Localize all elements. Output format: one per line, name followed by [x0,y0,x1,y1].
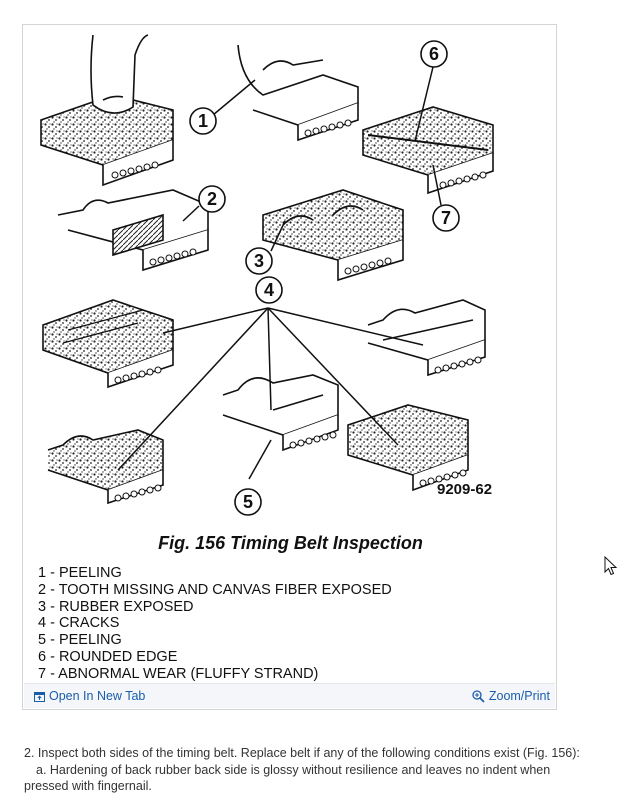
belt-finger-press [40,34,174,187]
magnifier-plus-icon [472,689,485,703]
mouse-cursor-icon [604,556,618,576]
belt-cracks-bottom-right [347,404,469,492]
timing-belt-illustration: 1 2 3 4 5 6 7 [40,34,494,516]
figure-code: 9209-62 [437,481,493,498]
legend-item: 1 - PEELING [38,565,122,581]
belt-peeling-1 [237,44,359,142]
zoom-print-label: Zoom/Print [488,689,550,703]
external-tab-icon [34,691,45,702]
callout-7: 7 [432,204,460,232]
callout-4-leaders [117,307,424,471]
figure-toolbar: Open In New Tab Zoom/Print [24,683,555,708]
legend-item: 6 - ROUNDED EDGE [38,648,178,665]
svg-text:5: 5 [243,492,253,512]
legend-item: 2 - TOOTH MISSING AND CANVAS FIBER EXPOS… [38,581,392,598]
belt-tooth-missing [57,189,209,272]
callout-5: 5 [234,488,262,516]
open-in-new-tab-link[interactable]: Open In New Tab [34,689,145,703]
callout-2: 2 [198,185,226,213]
callout-circles: 1 2 3 4 5 6 7 [189,40,460,516]
legend-item: 5 - PEELING [38,632,122,649]
figure-container: 1 2 3 4 5 6 7 9209-62 Fig. 156 Timing Be… [22,24,557,710]
svg-text:3: 3 [254,251,264,271]
instruction-item-a-continued: pressed with fingernail. [24,779,152,793]
instruction-item-a: a. Hardening of back rubber back side is… [36,762,551,777]
belt-cracks-right [367,299,486,377]
svg-text:2: 2 [207,189,217,209]
callout-3: 3 [245,247,273,275]
belt-cracks-left [42,299,174,389]
figure-caption: Fig. 156 Timing Belt Inspection [158,533,423,553]
belt-peeling-5 [222,374,339,452]
svg-text:6: 6 [429,44,439,64]
belt-rounded-edge [362,106,494,195]
zoom-print-link[interactable]: Zoom/Print [472,689,550,703]
callout-6: 6 [420,40,448,68]
svg-text:1: 1 [198,111,208,131]
callout-1: 1 [189,107,217,135]
belt-rubber-exposed [262,189,404,282]
belt-peeling-bottom-left [47,429,164,505]
svg-text:7: 7 [441,208,451,228]
legend-item: 7 - ABNORMAL WEAR (FLUFFY STRAND) [38,665,319,682]
instruction-text: 2. Inspect both sides of the timing belt… [24,745,614,795]
open-in-new-tab-label: Open In New Tab [49,689,146,703]
figure-legend: 1 - PEELING 2 - TOOTH MISSING AND CANVAS… [38,565,392,683]
svg-text:4: 4 [264,280,274,300]
callout-4: 4 [255,276,283,304]
callout-leaders [182,66,442,480]
legend-item: 3 - RUBBER EXPOSED [38,598,194,615]
instruction-step: 2. Inspect both sides of the timing belt… [24,746,580,760]
legend-item: 4 - CRACKS [38,615,120,632]
